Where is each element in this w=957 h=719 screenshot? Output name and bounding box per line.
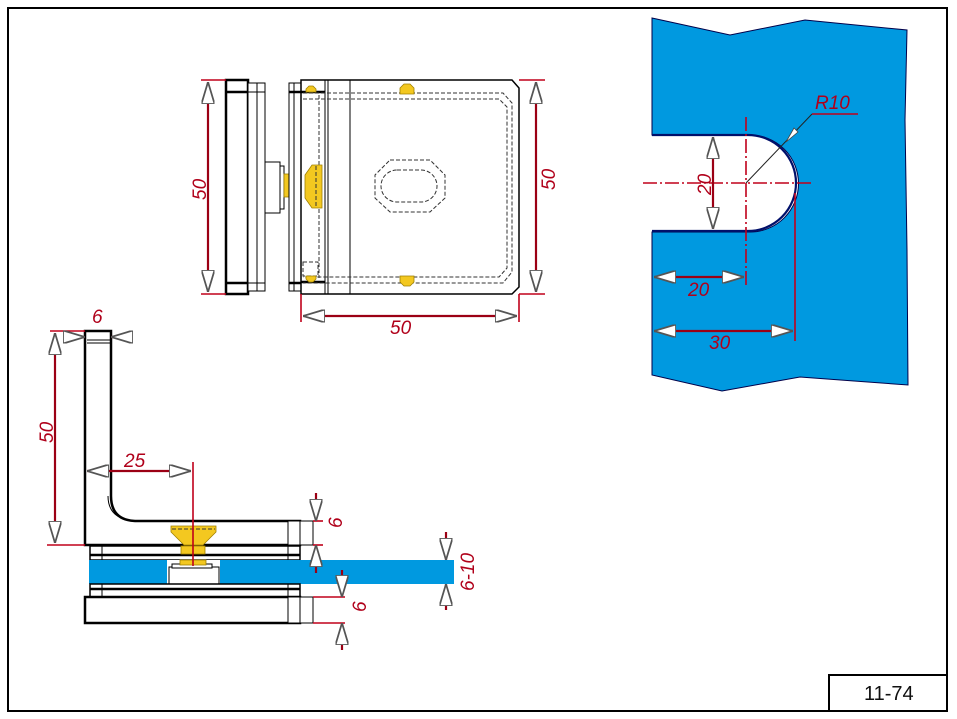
dim-notch-width: 20 xyxy=(695,173,716,196)
left-plate xyxy=(224,78,250,296)
dim-front-height-right: 50 xyxy=(539,168,560,190)
title-block: 11-74 xyxy=(828,674,948,712)
dim-front-height-left: 50 xyxy=(190,178,211,200)
clamp-body xyxy=(300,79,520,295)
glass-cutout-detail: R10 20 20 30 xyxy=(643,17,909,392)
drawing-border xyxy=(7,7,948,712)
sheet-number: 11-74 xyxy=(864,683,914,705)
pin-top xyxy=(399,83,415,95)
dim-top-plate: 6 xyxy=(326,517,347,528)
pin-bottom xyxy=(399,275,415,287)
dim-notch-depth: 30 xyxy=(709,333,731,354)
dim-front-width: 50 xyxy=(390,318,412,339)
dim-flange-thickness: 6 xyxy=(92,307,103,328)
glass-sheet-notched xyxy=(651,17,909,392)
dim-radius: R10 xyxy=(815,93,850,114)
dim-center-offset: 20 xyxy=(687,280,710,301)
bolt-head xyxy=(304,164,323,209)
dim-glass-thickness: 6-10 xyxy=(458,553,479,591)
glass-panel xyxy=(89,560,454,584)
dim-section-height: 50 xyxy=(37,421,58,443)
bottom-plate xyxy=(83,595,302,625)
section-view: 50 6 25 6 6-10 6 xyxy=(37,307,479,650)
slot-outline xyxy=(374,159,446,213)
front-view: 50 50 50 xyxy=(190,78,560,339)
dim-bolt-offset: 25 xyxy=(123,451,146,472)
hub xyxy=(264,161,281,214)
dim-bottom-plate: 6 xyxy=(350,601,371,612)
